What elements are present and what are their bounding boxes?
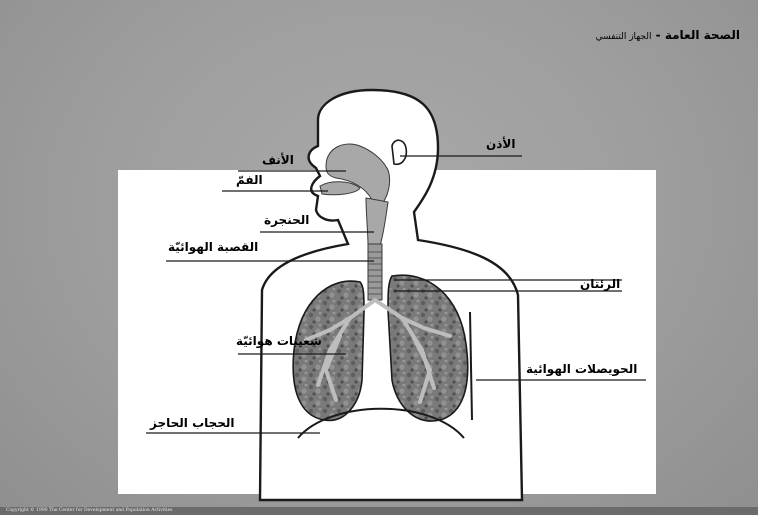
label-bronchioles: شعيبات هوائيّة: [236, 334, 322, 348]
label-mouth: الفمّ: [236, 173, 263, 187]
label-ear: الأذن: [486, 137, 515, 151]
label-trachea: القصبة الهوائيّة: [168, 240, 258, 254]
copyright-notice: Copyright © 1990 The Center for Developm…: [6, 508, 172, 513]
label-diaphragm: الحجاب الحاجز: [150, 416, 235, 430]
label-lungs: الرئتان: [580, 277, 620, 291]
label-nose: الأنف: [262, 153, 294, 167]
ear-shape: [392, 140, 406, 164]
label-larynx: الحنجرة: [264, 213, 309, 227]
label-alveoli: الحويصلات الهوائية: [526, 362, 637, 376]
